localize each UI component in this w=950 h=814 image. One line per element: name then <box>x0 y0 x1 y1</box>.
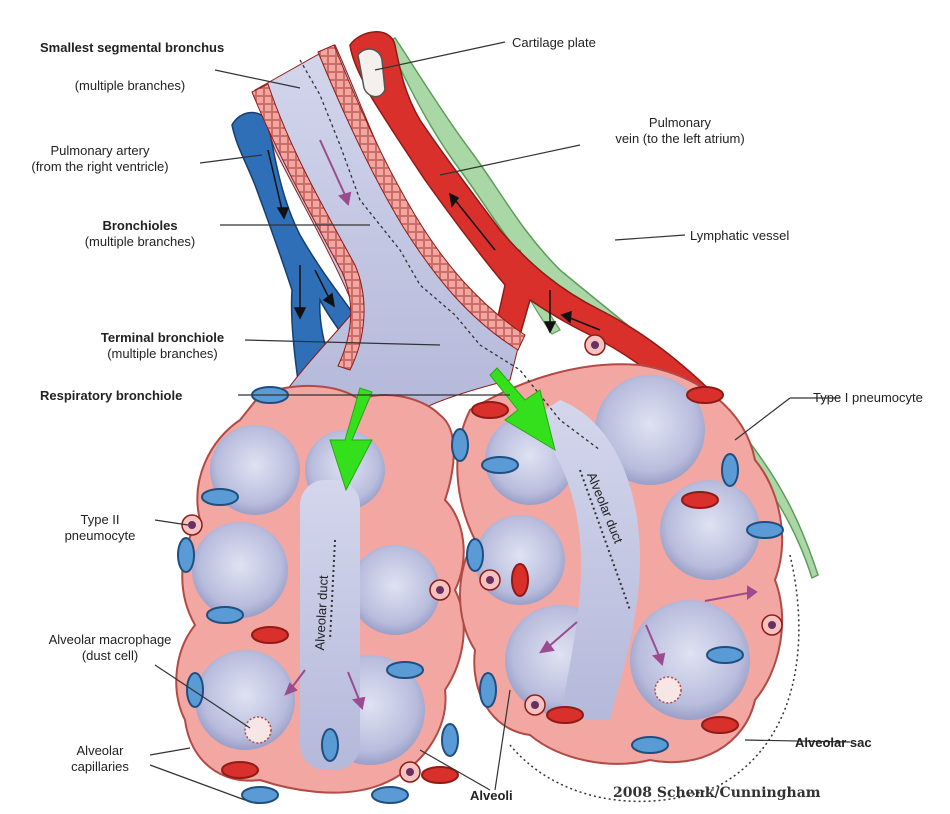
label-type-i-pneumocyte: Type I pneumocyte <box>813 390 923 406</box>
label-smallest-segmental-bronchus-text: Smallest segmental bronchus <box>40 40 220 56</box>
label-alveolar-capillaries-text: Alveolar <box>40 743 160 759</box>
label-type-ii-pneumocyte-sub: pneumocyte <box>45 528 155 544</box>
label-bronchioles-text: Bronchioles <box>65 218 215 234</box>
label-pulmonary-artery: Pulmonary artery (from the right ventric… <box>5 143 195 175</box>
label-smallest-segmental-bronchus-sub: (multiple branches) <box>40 78 220 94</box>
label-bronchioles-sub: (multiple branches) <box>65 234 215 250</box>
label-terminal-bronchiole: Terminal bronchiole (multiple branches) <box>80 330 245 362</box>
label-pulmonary-vein: Pulmonary vein (to the left atrium) <box>595 115 765 147</box>
alveolar-macrophage-left <box>245 717 271 743</box>
cartilage-plate <box>358 49 385 97</box>
right-alveolar-cluster <box>457 364 782 764</box>
label-pulmonary-artery-text: Pulmonary artery <box>5 143 195 159</box>
label-pulmonary-vein-text: Pulmonary <box>595 115 765 131</box>
label-alveolar-macrophage: Alveolar macrophage (dust cell) <box>20 632 200 664</box>
label-alveolar-capillaries: Alveolar capillaries <box>40 743 160 775</box>
alveolar-macrophage-right <box>655 677 681 703</box>
label-pulmonary-vein-sub: vein (to the left atrium) <box>595 131 765 147</box>
label-alveolar-macrophage-text: Alveolar macrophage <box>20 632 200 648</box>
label-respiratory-bronchiole: Respiratory bronchiole <box>40 388 182 404</box>
label-bronchioles: Bronchioles (multiple branches) <box>65 218 215 250</box>
label-alveolar-macrophage-sub: (dust cell) <box>20 648 200 664</box>
label-terminal-bronchiole-sub: (multiple branches) <box>80 346 245 362</box>
label-type-ii-pneumocyte-text: Type II <box>45 512 155 528</box>
label-type-ii-pneumocyte: Type II pneumocyte <box>45 512 155 544</box>
credit-text: 2008 Schenk/Cunningham <box>613 785 821 801</box>
label-alveolar-sac: Alveolar sac <box>795 735 872 751</box>
label-smallest-segmental-bronchus: Smallest segmental bronchus <box>40 40 220 56</box>
label-lymphatic-vessel: Lymphatic vessel <box>690 228 789 244</box>
label-pulmonary-artery-sub: (from the right ventricle) <box>5 159 195 175</box>
label-alveolar-capillaries-sub: capillaries <box>40 759 160 775</box>
label-terminal-bronchiole-text: Terminal bronchiole <box>80 330 245 346</box>
label-cartilage-plate: Cartilage plate <box>512 35 596 51</box>
label-alveoli: Alveoli <box>470 788 513 804</box>
